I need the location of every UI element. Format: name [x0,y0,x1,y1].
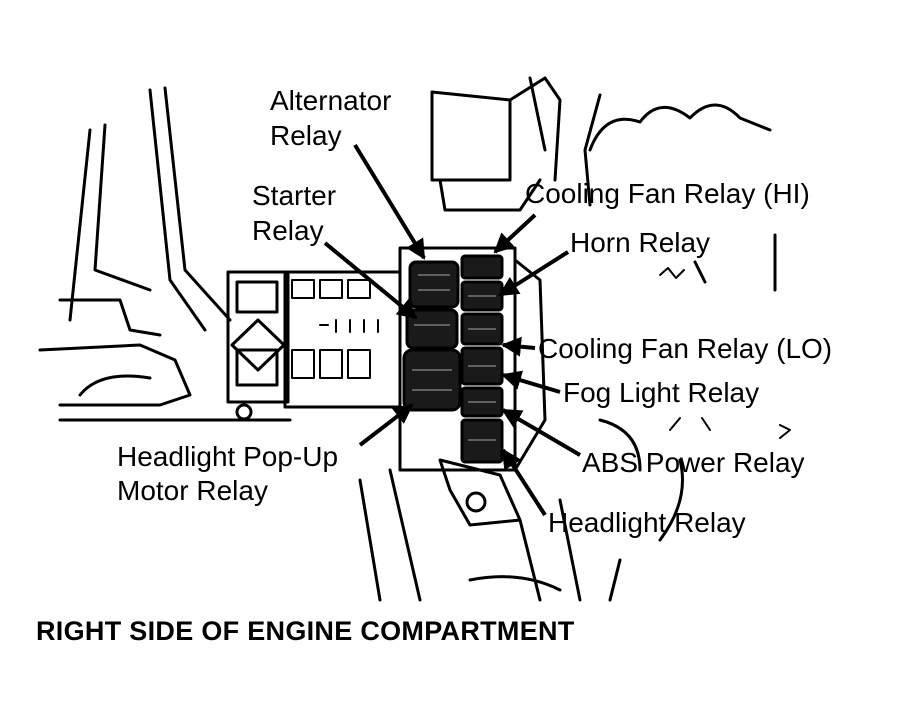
starter-relay-label-line1: Starter [252,180,336,211]
cooling-fan-lo-label: Cooling Fan Relay (LO) [538,333,832,364]
starter-relay-shape [405,308,459,350]
headlight-relay-label: Headlight Relay [548,507,746,538]
fog-light-leader [501,370,561,394]
alternator-relay-label-line2: Relay [270,120,342,151]
headlight-popup-relay-shape [402,348,462,412]
abs-power-leader [501,408,582,457]
headlight-popup-label-line2: Motor Relay [117,475,268,506]
leader-lines [323,143,582,517]
cooling-fan-hi-label: Cooling Fan Relay (HI) [525,178,810,209]
diagram-caption: RIGHT SIDE OF ENGINE COMPARTMENT [36,616,575,646]
engine-bay-sketch [38,76,791,602]
horn-relay-label: Horn Relay [570,227,710,258]
cooling-fan-lo-leader [501,336,536,357]
headlight-relay-shape [460,418,504,464]
headlight-popup-label-line1: Headlight Pop-Up [117,441,338,472]
alternator-relay-shape [408,260,460,309]
alternator-relay-label-line1: Alternator [270,85,391,116]
headlight-relay-leader [501,448,547,517]
starter-relay-leader [323,241,418,320]
relay-group [402,254,504,464]
horn-relay-leader [498,250,570,297]
cooling-fan-hi-relay-shape [460,254,504,280]
fog-light-relay-label: Fog Light Relay [563,377,759,408]
alternator-relay-leader [353,143,426,260]
callout-labels: Alternator Relay Starter Relay Headlight… [117,85,832,538]
abs-power-relay-label: ABS Power Relay [582,447,805,478]
cooling-fan-hi-leader [493,213,537,254]
headlight-popup-relay-leader [358,403,414,447]
starter-relay-label-line2: Relay [252,215,324,246]
